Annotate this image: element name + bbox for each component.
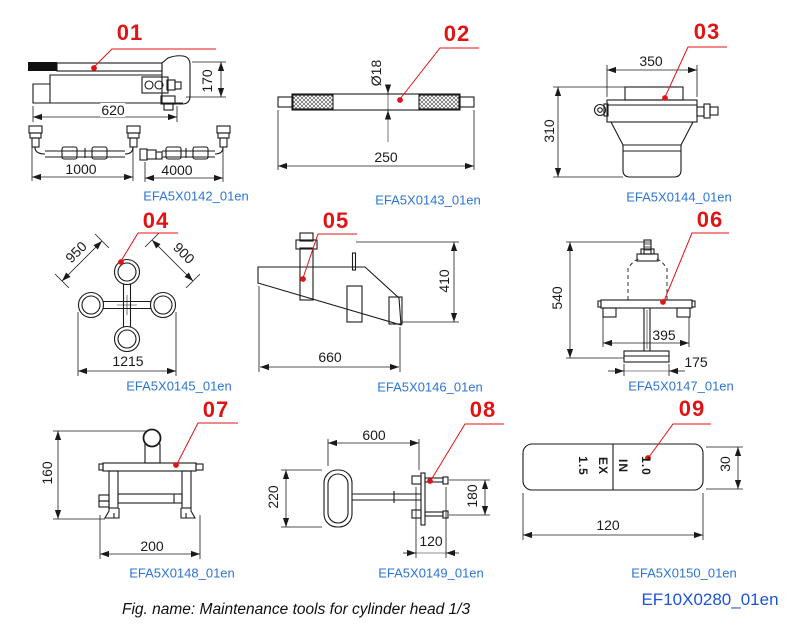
dim-label-pin-offset: 120	[418, 533, 444, 549]
tool-03-dimensions	[553, 65, 698, 178]
tool-03-callout-number: 03	[693, 19, 721, 44]
tool-04-dimensions	[54, 232, 201, 376]
tool-04-drawing	[77, 258, 177, 353]
dim-label-plate-width: 395	[651, 327, 677, 343]
tool-01-dimensions	[31, 61, 226, 182]
dim-label-base-width: 175	[683, 354, 709, 370]
tool-05-drawing	[257, 232, 403, 326]
document-code: EF10X0280_01en	[641, 590, 779, 609]
dim-label-bracket-width: 200	[139, 538, 165, 554]
dim-label-pin-span: 180	[464, 483, 480, 509]
gauge-ex-value: 1.5	[576, 456, 590, 476]
tool-05-dimensions	[258, 241, 459, 372]
dim-label-gauge-height: 30	[717, 455, 733, 473]
dim-label-handle-height: 220	[265, 484, 281, 510]
dim-label-jack-height: 310	[541, 118, 557, 144]
dim-label-diameter: Ø18	[368, 58, 384, 88]
tool-02-callout-number: 02	[443, 21, 471, 46]
tool-08-dimensions	[281, 439, 490, 558]
tool-02-drawing	[277, 93, 475, 111]
tool-08-drawing	[323, 469, 449, 528]
tool-09-code: EFA5X0150_01en	[631, 565, 737, 581]
dim-label-cross-width: 1215	[111, 353, 145, 369]
tool-06-drawing	[597, 239, 696, 363]
dim-label-hose-short: 1000	[64, 161, 98, 177]
dim-label-fork-length: 600	[361, 427, 387, 443]
tool-07-callout-number: 07	[202, 397, 230, 422]
tool-08-code: EFA5X0149_01en	[378, 565, 484, 581]
tool-05-callout-number: 05	[322, 208, 350, 233]
dim-label-stand-height: 540	[549, 285, 565, 311]
figure-caption: Fig. name: Maintenance tools for cylinde…	[122, 601, 471, 618]
tool-06-callout-number: 06	[696, 207, 724, 232]
dim-label-jack-width: 350	[638, 53, 664, 69]
tool-08-callout-number: 08	[469, 397, 497, 422]
tool-04-code: EFA5X0145_01en	[126, 378, 232, 394]
tool-06-code: EFA5X0147_01en	[628, 378, 734, 394]
tool-09-dimensions	[522, 446, 743, 540]
dim-label-body-length: 620	[100, 102, 126, 118]
tool-09-callout-number: 09	[678, 396, 706, 421]
tool-03-code: EFA5X0144_01en	[626, 189, 732, 205]
tool-02-code: EFA5X0143_01en	[375, 192, 481, 208]
tool-04-callout-number: 04	[142, 208, 170, 233]
dim-label-body-height: 170	[199, 68, 215, 94]
dim-label-bracket-height: 160	[39, 460, 55, 486]
tool-07-dimensions	[53, 430, 201, 559]
callout-leader-lines	[91, 46, 729, 484]
dim-label-wedge-height: 410	[436, 268, 452, 294]
tool-05-code: EFA5X0146_01en	[377, 379, 483, 395]
tool-09-drawing	[522, 443, 704, 491]
tool-07-code: EFA5X0148_01en	[129, 565, 235, 581]
dim-label-gauge-length: 120	[595, 517, 621, 533]
tool-07-drawing	[98, 428, 204, 519]
gauge-in-value: 1.0	[639, 456, 653, 476]
tool-03-drawing	[593, 86, 719, 178]
gauge-in-label: IN	[616, 459, 630, 473]
tool-06-dimensions	[566, 241, 690, 376]
dim-label-rod-length: 250	[373, 149, 399, 165]
gauge-ex-label: EX	[596, 456, 610, 476]
tool-02-dimensions	[277, 84, 475, 170]
tool-01-callout-number: 01	[116, 20, 144, 45]
dim-label-hose-long: 4000	[160, 162, 194, 178]
dim-label-wedge-length: 660	[317, 349, 343, 365]
tool-01-code: EFA5X0142_01en	[143, 188, 249, 204]
